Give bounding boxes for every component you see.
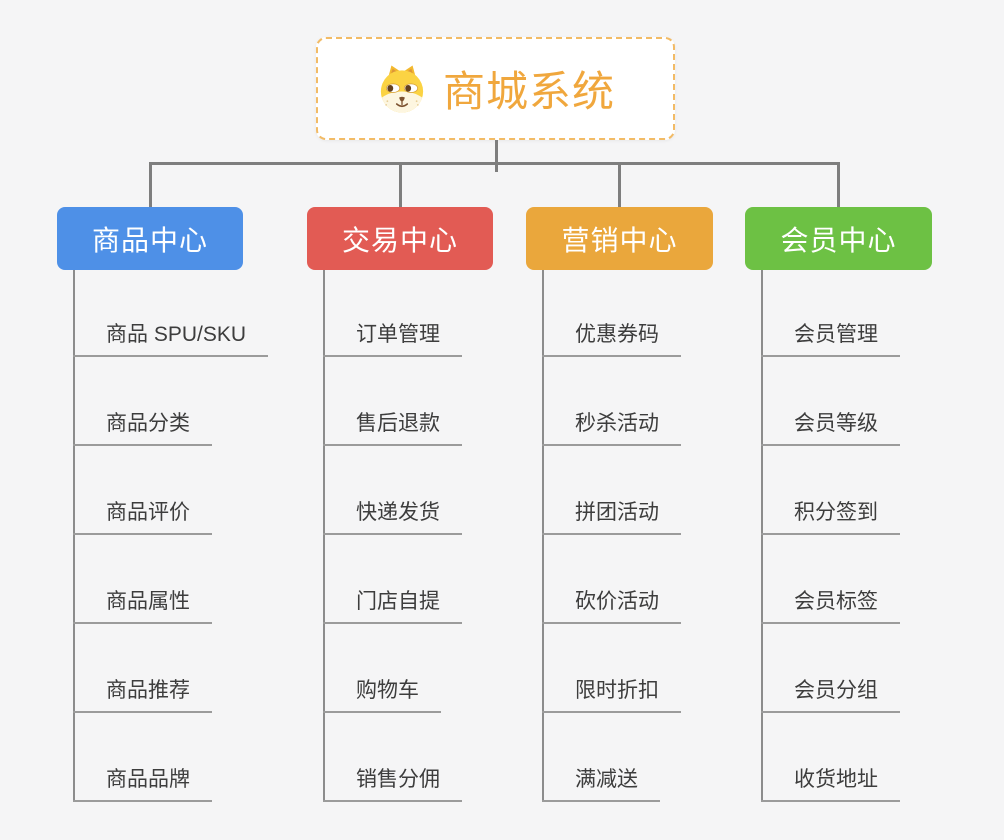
subtopic-item[interactable]: 商品品牌 <box>73 764 212 802</box>
root-topic-title: 商城系统 <box>442 68 615 115</box>
subtopic-item[interactable]: 商品分类 <box>73 408 212 446</box>
branch-spine-line <box>323 270 325 802</box>
subtopic-item[interactable]: 会员标签 <box>761 586 900 624</box>
subtopic-item[interactable]: 会员等级 <box>761 408 900 446</box>
subtopic-item[interactable]: 购物车 <box>323 675 441 713</box>
branch-drop-line <box>398 162 402 207</box>
branch-spine-line <box>542 270 544 802</box>
subtopic-item[interactable]: 商品推荐 <box>73 675 212 713</box>
branch-drop-line <box>837 162 840 207</box>
subtopic-item[interactable]: 商品评价 <box>73 497 212 535</box>
bus-line <box>148 162 840 165</box>
subtopic-item[interactable]: 商品 SPU/SKU <box>73 319 269 357</box>
subtopic-item[interactable]: 限时折扣 <box>542 675 681 713</box>
subtopic-item[interactable]: 满减送 <box>542 764 660 802</box>
subtopic-item[interactable]: 会员管理 <box>761 319 900 357</box>
subtopic-item[interactable]: 销售分佣 <box>323 764 462 802</box>
subtopic-item[interactable]: 会员分组 <box>761 675 900 713</box>
subtopic-item[interactable]: 门店自提 <box>323 586 462 624</box>
branch-spine-line <box>73 270 75 802</box>
branch-topic-2[interactable]: 交易中心 <box>307 207 493 270</box>
subtopic-item[interactable]: 售后退款 <box>323 408 462 446</box>
root-stem-line <box>494 140 498 172</box>
branch-topic-label: 会员中心 <box>780 224 897 256</box>
branch-drop-line <box>148 162 152 207</box>
branch-topic-label: 交易中心 <box>341 224 458 256</box>
subtopic-item[interactable]: 积分签到 <box>761 497 900 535</box>
branch-topic-1[interactable]: 商品中心 <box>57 207 243 270</box>
subtopic-item[interactable]: 优惠券码 <box>542 319 681 357</box>
root-topic[interactable]: 商城系统 <box>316 37 675 140</box>
subtopic-item[interactable]: 拼团活动 <box>542 497 681 535</box>
branch-topic-label: 营销中心 <box>561 224 678 256</box>
branch-topic-3[interactable]: 营销中心 <box>526 207 713 270</box>
branch-topic-4[interactable]: 会员中心 <box>745 207 932 270</box>
subtopic-item[interactable]: 订单管理 <box>323 319 462 357</box>
subtopic-item[interactable]: 快递发货 <box>323 497 462 535</box>
subtopic-item[interactable]: 秒杀活动 <box>542 408 681 446</box>
branch-drop-line <box>618 162 621 207</box>
branch-topic-label: 商品中心 <box>91 224 208 256</box>
subtopic-item[interactable]: 砍价活动 <box>542 586 681 624</box>
dog-face-icon <box>380 64 424 113</box>
subtopic-item[interactable]: 商品属性 <box>73 586 212 624</box>
branch-spine-line <box>761 270 763 802</box>
subtopic-item[interactable]: 收货地址 <box>761 764 900 802</box>
